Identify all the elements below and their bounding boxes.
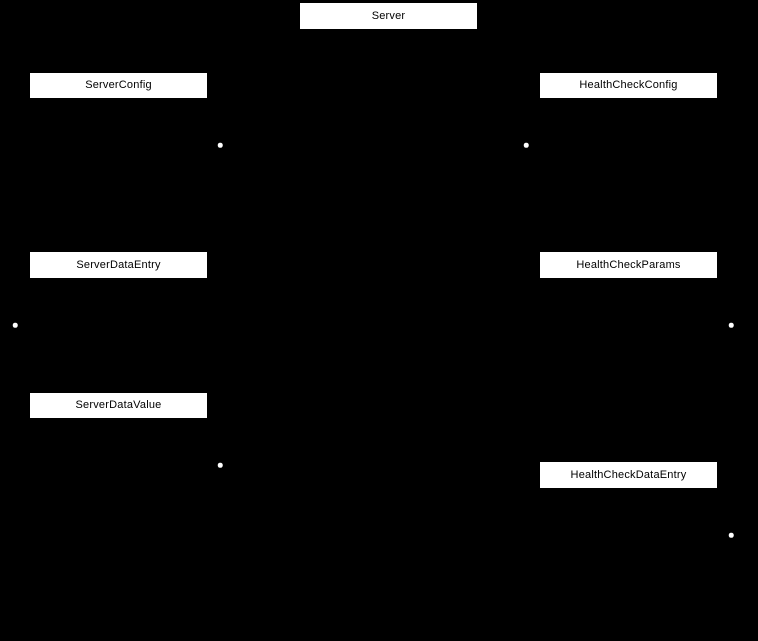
edge-connector-dot <box>12 322 18 328</box>
diagram-node-health-check-config: HealthCheckConfig <box>539 72 718 99</box>
edge-connector-dot <box>728 532 734 538</box>
diagram-node-server: Server <box>299 2 478 30</box>
diagram-node-server-data-entry: ServerDataEntry <box>29 251 208 279</box>
diagram-node-server-data-value: ServerDataValue <box>29 392 208 419</box>
diagram-node-server-config: ServerConfig <box>29 72 208 99</box>
edge-connector-dot <box>728 322 734 328</box>
diagram-node-health-check-params: HealthCheckParams <box>539 251 718 279</box>
edge-connector-dot <box>523 142 529 148</box>
edge-connector-dot <box>217 142 223 148</box>
edge-connector-dot <box>217 462 223 468</box>
diagram-node-health-check-data-entry: HealthCheckDataEntry <box>539 461 718 489</box>
